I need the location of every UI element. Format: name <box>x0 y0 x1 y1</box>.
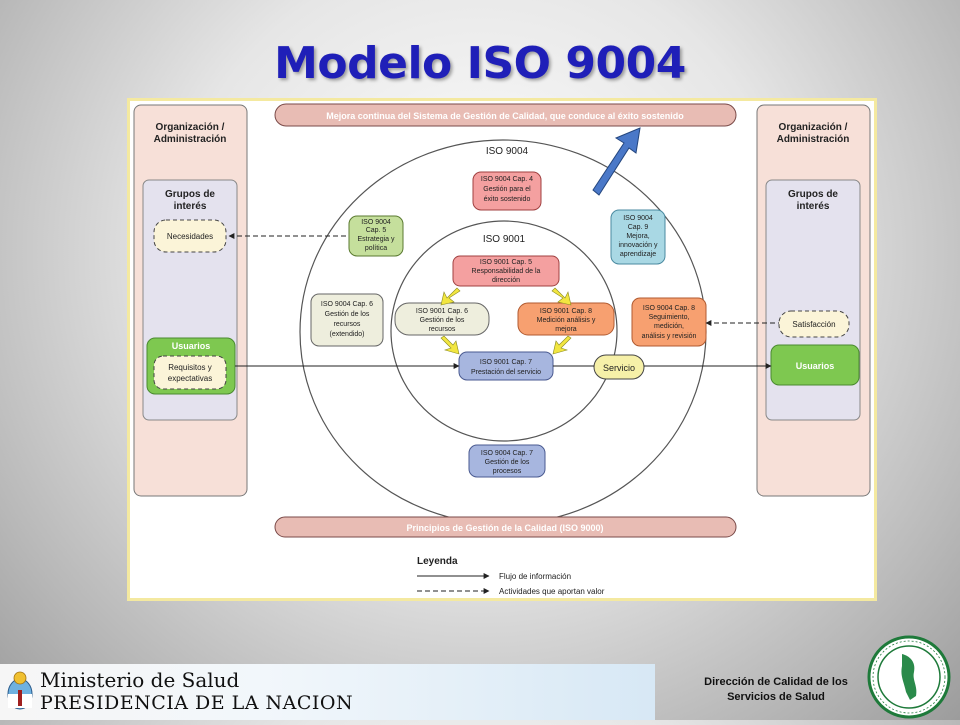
needs-box <box>153 219 227 253</box>
health-quality-seal-icon <box>866 634 952 725</box>
iso9001-cap8-line3: mejora <box>555 326 577 333</box>
argentina-coat-of-arms-icon <box>4 670 36 719</box>
satisfaction-label: Satisfacción <box>792 320 835 329</box>
presidency-name: PRESIDENCIA DE LA NACION <box>40 692 354 714</box>
iso9001-cap7-line2: Prestación del servicio <box>471 369 541 376</box>
iso9004-circle-label: ISO 9004 <box>486 146 529 157</box>
cycle-arrow-to-measurement <box>551 287 572 306</box>
needs-label: Necesidades <box>167 232 213 241</box>
satisfaction-box <box>778 310 850 338</box>
iso9004-cap5-box <box>348 215 404 257</box>
department-name-line2: Servicios de Salud <box>727 691 825 703</box>
left-stakeholders-title-2: interés <box>174 201 207 212</box>
right-users-label: Usuarios <box>796 361 835 371</box>
iso9004-cap7-box <box>468 444 546 478</box>
iso9001-cap8-line2: Medición análisis y <box>537 317 596 324</box>
left-org-title-1: Organización / <box>156 122 225 133</box>
iso9004-cap8-line2: Seguimiento, <box>649 314 690 321</box>
iso9004-cap4-line2: Gestión para el <box>483 186 531 193</box>
iso9001-cap8-line1: ISO 9001 Cap. 8 <box>540 308 592 315</box>
iso9001-cap5-line3: dirección <box>492 277 520 284</box>
iso9004-cap6-line4: (extendido) <box>329 331 364 338</box>
slide-title: Modelo ISO 9004 <box>274 38 686 89</box>
iso9001-cap6-line3: recursos <box>429 326 456 333</box>
cycle-arrow-from-service <box>552 335 572 355</box>
iso9004-cap6-line1: ISO 9004 Cap. 6 <box>321 301 373 308</box>
iso9004-cap5-line3: Estrategia y <box>358 236 395 243</box>
ministry-name: Ministerio de Salud <box>40 668 240 692</box>
legend-info-flow: Flujo de información <box>499 572 571 581</box>
iso9004-cap8-line4: análisis y revisión <box>642 333 697 340</box>
right-org-title-2: Administración <box>777 134 850 145</box>
left-users-label: Usuarios <box>172 341 211 351</box>
iso9004-cap7-line2: Gestión de los <box>485 459 530 466</box>
requirements-box <box>153 355 227 390</box>
cycle-arrow-to-resources <box>440 287 461 306</box>
iso9004-cap9-box <box>610 209 666 265</box>
continuous-improvement-text: Mejora continua del Sistema de Gestión d… <box>326 111 684 121</box>
service-label: Servicio <box>603 363 635 373</box>
left-stakeholders-title-1: Grupos de <box>165 189 215 200</box>
service-box <box>593 354 645 380</box>
iso9004-model-diagram: Mejora continua del Sistema de Gestión d… <box>127 98 877 601</box>
iso9001-cap6-line2: Gestión de los <box>420 317 465 324</box>
requirements-label-2: expectativas <box>168 374 212 383</box>
iso9001-cap7-line1: ISO 9001 Cap. 7 <box>480 359 532 366</box>
pdca-cycle-arrows <box>440 287 572 355</box>
iso9004-cap9-line4: innovación y <box>619 242 658 249</box>
footer-band <box>0 664 655 720</box>
iso9004-cap6-line3: recursos <box>334 321 361 328</box>
iso9004-cap7-line1: ISO 9004 Cap. 7 <box>481 450 533 457</box>
quality-principles-banner <box>274 516 737 538</box>
iso9004-cap6-line2: Gestión de los <box>325 311 370 318</box>
right-stakeholders-title-1: Grupos de <box>788 189 838 200</box>
iso9001-cap5-line1: ISO 9001 Cap. 5 <box>480 259 532 266</box>
diagram-canvas: Mejora continua del Sistema de Gestión d… <box>130 101 874 598</box>
quality-principles-text: Principios de Gestión de la Calidad (ISO… <box>406 523 603 533</box>
right-org-title-1: Organización / <box>779 122 848 133</box>
continuous-improvement-banner <box>274 103 737 127</box>
iso9001-cap5-line2: Responsabilidad de la <box>472 268 541 275</box>
iso9004-cap9-line2: Cap. 9 <box>628 224 649 231</box>
iso9004-cap4-line3: éxito sostenido <box>484 196 531 203</box>
legend-title: Leyenda <box>417 556 458 567</box>
iso9004-cap9-line5: aprendizaje <box>620 251 656 258</box>
cycle-arrow-to-service <box>440 335 460 355</box>
iso9004-cap7-line3: procesos <box>493 468 522 475</box>
iso9004-cap9-line3: Mejora, <box>626 233 649 240</box>
department-name-line1: Dirección de Calidad de los <box>704 676 848 688</box>
iso9004-cap5-line2: Cap. 5 <box>366 227 387 234</box>
right-stakeholders-title-2: interés <box>797 201 830 212</box>
iso9004-cap6-box <box>310 293 384 347</box>
left-org-title-2: Administración <box>154 134 227 145</box>
improvement-arrow <box>592 127 641 196</box>
requirements-label-1: Requisitos y <box>168 363 212 372</box>
iso9001-inner-circle <box>390 220 618 442</box>
iso9001-circle-label: ISO 9001 <box>483 234 526 245</box>
iso9001-cap5-box <box>452 255 560 287</box>
legend-value-activities: Actividades que aportan valor <box>499 587 605 596</box>
iso9004-cap5-line4: política <box>365 245 387 252</box>
iso9001-cap6-line1: ISO 9001 Cap. 6 <box>416 308 468 315</box>
iso9004-cap8-line3: medición, <box>654 323 684 330</box>
iso9004-cap9-line1: ISO 9004 <box>623 215 653 222</box>
iso9004-cap5-line1: ISO 9004 <box>361 219 391 226</box>
iso9004-cap4-box <box>472 171 542 211</box>
iso9004-cap4-line1: ISO 9004 Cap. 4 <box>481 176 533 183</box>
iso9004-cap8-line1: ISO 9004 Cap. 8 <box>643 305 695 312</box>
